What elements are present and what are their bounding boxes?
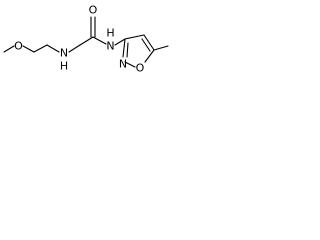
bond-methyl-methoxy-o <box>3 45 15 53</box>
bond-ch2-ch2 <box>33 44 48 53</box>
atom-h-amine: H <box>60 60 68 73</box>
bond-amide-n-ring <box>114 38 126 46</box>
bond-ring-c5-methyl <box>153 45 169 51</box>
bond-ring-c4-c5 <box>143 34 155 51</box>
atom-n-amine: N <box>60 47 68 60</box>
bond-ch2-carbonyl-c <box>79 36 94 46</box>
atom-o-carbonyl: O <box>89 4 98 17</box>
molecule-structure: O N H O N H N O <box>3 4 169 75</box>
bond-ring-n-c3 <box>122 38 126 58</box>
bonds <box>3 16 169 68</box>
atom-labels: O N H O N H N O <box>14 4 145 75</box>
bond-ring-o-n <box>124 61 136 68</box>
bond-ring-c4-c5-inner <box>141 38 151 52</box>
atom-n-amide: N <box>106 40 114 53</box>
bond-methoxy-o-ch2 <box>22 45 35 53</box>
atom-o-methoxy: O <box>14 40 23 53</box>
bond-ch2-amine-n <box>46 44 60 53</box>
bond-ring-n-c3-inner <box>126 42 129 58</box>
bond-amine-n-ch2 <box>68 44 81 53</box>
atom-o-ring: O <box>136 62 145 75</box>
bond-carbonyl-amide-n <box>92 36 107 45</box>
bond-ring-c3-c4 <box>124 34 145 40</box>
atom-h-amide: H <box>106 27 114 40</box>
bond-ring-c5-o <box>144 49 155 63</box>
atom-n-ring: N <box>119 58 127 71</box>
